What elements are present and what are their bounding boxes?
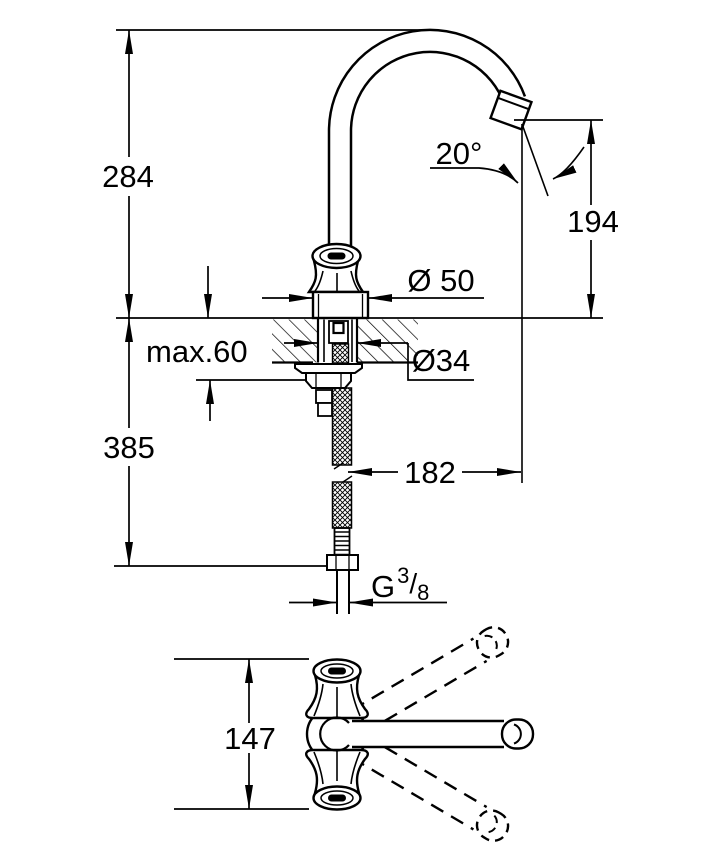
spout-reach-label: 182: [404, 455, 456, 490]
mounting-nut: [294, 363, 363, 417]
dimension-max-mounting-thickness: max.60: [146, 266, 248, 421]
dimension-below-deck-length: 385: [103, 318, 155, 566]
dimension-thread: G3/8: [289, 563, 447, 607]
spout-aerator: [489, 89, 534, 131]
handle-span-label: 147: [224, 721, 276, 756]
dimension-hole-diameter: Ø34: [284, 339, 474, 381]
spout-top-view: [319, 716, 535, 752]
swivel-position-lower: [351, 734, 510, 843]
angle-arc: [552, 146, 585, 180]
swivel-position-upper: [351, 625, 510, 734]
stream-direction-line: [521, 123, 549, 197]
dimension-spout-angle: 20°: [430, 136, 519, 184]
spout-gooseneck: [327, 28, 527, 252]
dimension-base-diameter: Ø 50: [262, 263, 484, 302]
below-deck-length-label: 385: [103, 430, 155, 465]
outlet-height-label: 194: [567, 204, 619, 239]
handle-front-view: [306, 242, 366, 294]
max-mounting-thickness-label: max.60: [146, 334, 248, 369]
overall-height-label: 284: [102, 159, 154, 194]
front-view: 284 385 max.60 Ø 50 Ø34: [102, 28, 619, 614]
handle-index-mark: [327, 252, 346, 260]
top-view: 147: [174, 625, 535, 843]
dimension-overall-height: 284: [102, 30, 154, 318]
dimension-outlet-height: 194: [567, 120, 619, 318]
spout-hub-ring: [319, 716, 350, 752]
hose-union-nut: [326, 554, 359, 571]
base-diameter-label: Ø 50: [407, 263, 474, 298]
hose-crimp-sleeve: [333, 527, 351, 556]
faucet-body-base: [311, 290, 370, 320]
spout-angle-label: 20°: [436, 136, 483, 171]
hole-diameter-label: Ø34: [412, 343, 471, 378]
dimension-handle-span: 147: [224, 659, 276, 809]
handle-front-top-view: [305, 748, 369, 811]
handle-rear-top-view: [305, 658, 369, 720]
thread-label: G3/8: [371, 563, 429, 605]
dimension-spout-reach: 182: [348, 455, 521, 490]
flexible-supply-hose: [326, 387, 359, 614]
threaded-shank: [323, 319, 353, 364]
